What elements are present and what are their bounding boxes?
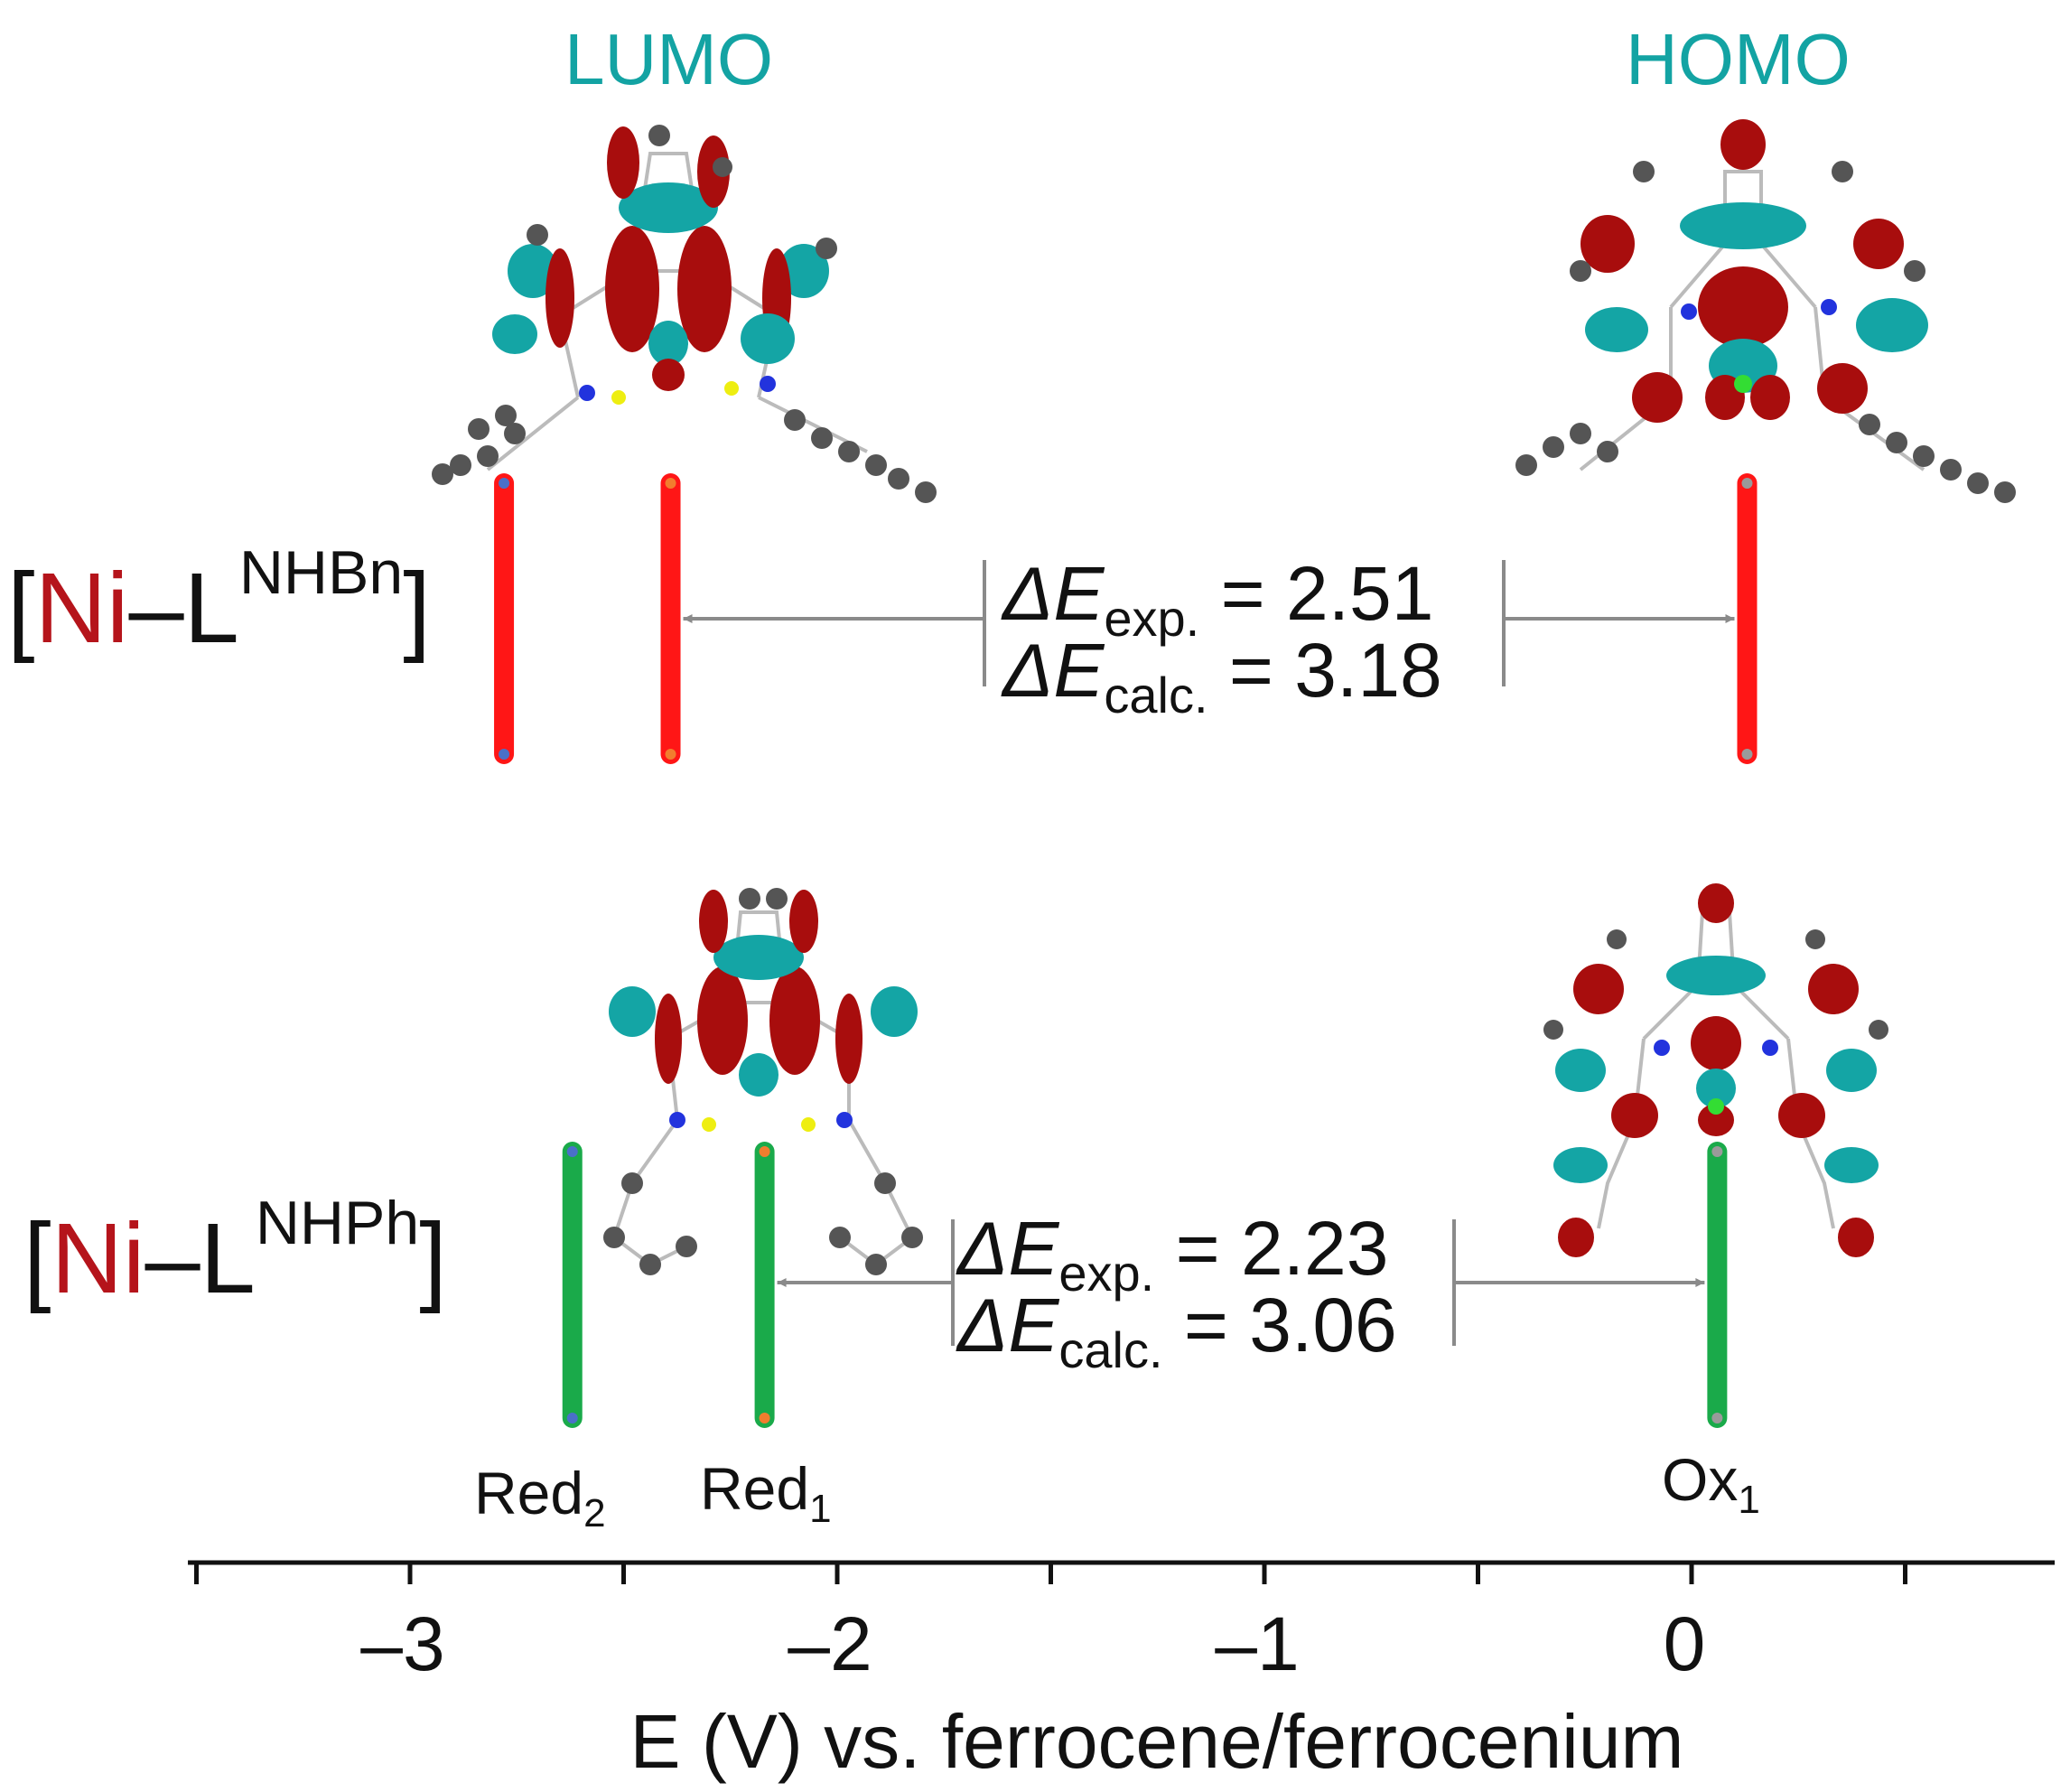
x-axis-label: E (V) vs. ferrocene/ferrocenium	[629, 1699, 1684, 1784]
delta-exp-nhbn: ΔEexp. = 2.51	[1002, 555, 1433, 644]
delta-calc-sub: calc.	[1104, 666, 1208, 723]
homo-title: HOMO	[1626, 19, 1851, 99]
peak-label-ox1: Ox1	[1662, 1445, 1760, 1523]
level-endpoint-bottom	[1741, 749, 1753, 760]
compound-label-nhbn: [Ni–LNHBn]	[7, 538, 431, 664]
delta-exp-sub: exp.	[1058, 1244, 1155, 1302]
delta-calc-value-nhph: = 3.06	[1183, 1283, 1397, 1367]
level-endpoint-top	[499, 478, 510, 489]
level-endpoint-top	[1711, 1146, 1723, 1157]
level-endpoint-top	[665, 478, 676, 489]
peak-label-red2: Red2	[474, 1459, 606, 1536]
delta-calc-nhbn: ΔEcalc. = 3.18	[1002, 632, 1442, 721]
level-endpoint-bottom	[759, 1413, 770, 1423]
peak-label-base: Red	[700, 1455, 810, 1522]
x-axis	[188, 1560, 2056, 1584]
delta-symbol: ΔE	[1002, 551, 1105, 636]
delta-calc-value-nhbn: = 3.18	[1228, 628, 1442, 713]
x-tick-label: –2	[788, 1601, 872, 1686]
x-tick-label: –3	[360, 1601, 445, 1686]
delta-calc-nhph: ΔEcalc. = 3.06	[957, 1287, 1397, 1376]
delta-exp-sub: exp.	[1104, 589, 1200, 647]
level-endpoint-bottom	[566, 1413, 578, 1423]
delta-symbol: ΔE	[957, 1283, 1059, 1367]
compound-label-nhph: [Ni–LNHPh]	[23, 1189, 447, 1314]
lumo-orbital-nhbn-illustration	[432, 125, 937, 503]
delta-exp-value-nhph: = 2.23	[1175, 1206, 1389, 1291]
peak-label-red1: Red1	[700, 1454, 832, 1532]
level-endpoint-bottom	[665, 749, 676, 760]
delta-exp-nhph: ΔEexp. = 2.23	[957, 1210, 1388, 1299]
compound-metal-nhbn: Ni	[34, 553, 129, 664]
delta-symbol: ΔE	[957, 1206, 1059, 1291]
x-tick-label: –1	[1215, 1601, 1300, 1686]
arrows-layer	[683, 560, 1735, 1346]
level-endpoint-bottom	[499, 749, 510, 760]
peak-label-sub: 1	[809, 1487, 832, 1532]
compound-sup-nhbn: NHBn	[238, 538, 404, 607]
peak-label-base: Red	[474, 1460, 584, 1526]
levels-layer	[494, 473, 1758, 1428]
level-endpoint-top	[566, 1146, 578, 1157]
x-tick-label: 0	[1663, 1601, 1706, 1686]
compound-link-nhbn: –L	[128, 553, 239, 664]
lumo-orbital-nhph-illustration	[603, 888, 923, 1275]
homo-orbital-nhph-illustration	[1543, 883, 1888, 1257]
delta-exp-value-nhbn: = 2.51	[1220, 551, 1434, 636]
compound-sup-nhph: NHPh	[255, 1189, 420, 1257]
compound-link-nhph: –L	[145, 1203, 256, 1314]
compound-metal-nhph: Ni	[51, 1203, 145, 1314]
peak-label-sub: 1	[1738, 1478, 1760, 1523]
peak-label-sub: 2	[583, 1491, 606, 1536]
homo-orbital-nhbn-illustration	[1515, 119, 2016, 503]
delta-symbol: ΔE	[1002, 628, 1105, 713]
level-endpoint-bottom	[1711, 1413, 1723, 1423]
peak-label-base: Ox	[1662, 1446, 1739, 1513]
lumo-title: LUMO	[564, 19, 774, 99]
level-endpoint-top	[1741, 478, 1753, 489]
level-endpoint-top	[759, 1146, 770, 1157]
delta-calc-sub: calc.	[1058, 1321, 1163, 1378]
